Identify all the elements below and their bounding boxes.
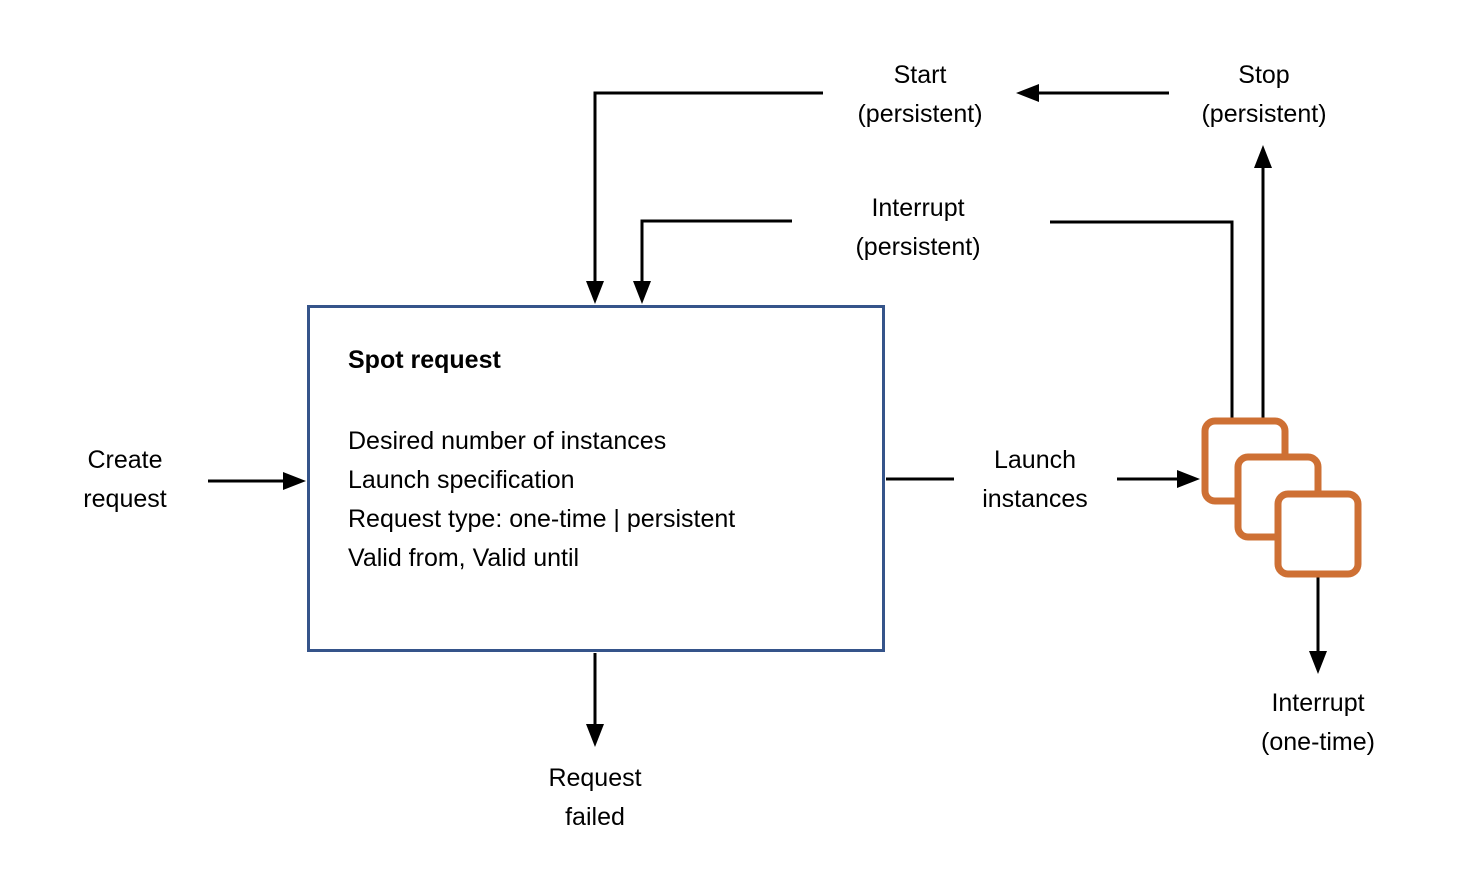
box-line-launch-specification: Launch specification (348, 466, 575, 494)
label-stop-persistent-line2: (persistent) (1201, 100, 1327, 128)
label-launch-instances: Launch instances (982, 441, 1088, 519)
label-create-request-line1: Create (87, 446, 163, 474)
label-interrupt-one-time: Interrupt (one-time) (1261, 684, 1375, 762)
label-interrupt-persistent-line2: (persistent) (855, 233, 981, 261)
label-request-failed-line2: failed (565, 803, 625, 831)
spot-request-box-body: Desired number of instances Launch speci… (348, 422, 735, 578)
stacked-instance-squares-icon (1201, 417, 1362, 578)
label-start-persistent: Start (persistent) (857, 56, 982, 134)
spot-request-box-title: Spot request (348, 346, 501, 374)
arrow-start-persistent-to-box (586, 91, 823, 304)
label-start-persistent-line2: (persistent) (857, 100, 983, 128)
label-request-failed-line1: Request (548, 764, 642, 792)
arrow-box-to-request-failed (586, 653, 604, 747)
arrow-instances-to-stop (1254, 145, 1272, 421)
label-start-persistent-line1: Start (893, 61, 947, 89)
instance-square-front (1274, 490, 1362, 578)
box-line-request-type: Request type: one-time | persistent (348, 505, 736, 533)
arrow-stop-to-start (1016, 84, 1169, 102)
label-launch-instances-line1: Launch (993, 446, 1077, 474)
arrow-instances-to-interrupt-one-time (1309, 572, 1327, 674)
label-interrupt-persistent-line1: Interrupt (871, 194, 965, 222)
arrow-launch-label-to-instances (1117, 470, 1200, 488)
label-launch-instances-line2: instances (982, 485, 1088, 513)
label-request-failed: Request failed (548, 759, 641, 837)
spot-request-box: Spot request Desired number of instances… (307, 305, 885, 652)
box-line-desired-instances: Desired number of instances (348, 427, 667, 455)
label-create-request: Create request (83, 441, 166, 519)
box-line-valid-from-until: Valid from, Valid until (348, 544, 580, 572)
label-stop-persistent-line1: Stop (1238, 61, 1290, 89)
label-interrupt-persistent: Interrupt (persistent) (855, 189, 980, 267)
label-stop-persistent: Stop (persistent) (1201, 56, 1326, 134)
label-create-request-line2: request (83, 485, 167, 513)
label-interrupt-one-time-line2: (one-time) (1261, 728, 1375, 756)
arrow-create-request-to-box (208, 472, 306, 490)
label-interrupt-one-time-line1: Interrupt (1271, 689, 1365, 717)
line-interrupt-persistent-to-instances (1050, 220, 1234, 424)
arrow-interrupt-persistent-to-box (633, 219, 792, 304)
